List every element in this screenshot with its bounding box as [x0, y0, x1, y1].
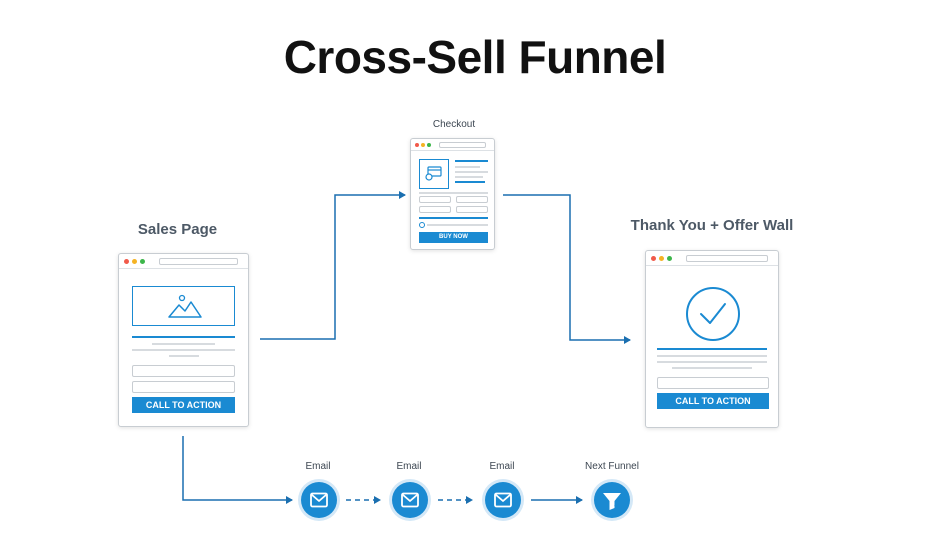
- browser-toolbar: [411, 139, 494, 151]
- email-step-3[interactable]: [485, 482, 521, 518]
- text-line: [657, 355, 767, 357]
- close-dot: [651, 256, 656, 261]
- text-line: [455, 166, 480, 168]
- close-dot: [124, 259, 129, 264]
- email-step-1[interactable]: [301, 482, 337, 518]
- close-dot: [415, 143, 419, 147]
- sales-page-mockup: CALL TO ACTION: [118, 253, 249, 427]
- call-to-action-button[interactable]: CALL TO ACTION: [132, 397, 235, 413]
- envelope-icon: [401, 492, 419, 508]
- credit-card-icon: [425, 166, 442, 181]
- price-bar: [455, 181, 485, 183]
- sequence-label: Email: [305, 461, 331, 472]
- url-bar: [159, 258, 238, 265]
- text-line: [427, 224, 488, 226]
- image-icon: [168, 294, 202, 318]
- text-line: [455, 171, 488, 173]
- sequence-label: Next Funnel: [585, 461, 639, 472]
- text-line: [132, 349, 235, 351]
- product-image: [419, 159, 449, 189]
- text-line: [672, 367, 752, 369]
- text-line: [169, 355, 199, 357]
- arrow-sales-to-checkout: [260, 191, 406, 340]
- form-field[interactable]: [132, 381, 235, 393]
- thank-you-label: Thank You + Offer Wall: [630, 217, 794, 234]
- browser-toolbar: [646, 251, 778, 266]
- form-field[interactable]: [419, 196, 451, 203]
- thank-you-mockup: CALL TO ACTION: [645, 250, 779, 428]
- minimize-dot: [421, 143, 425, 147]
- headline-bar: [455, 160, 488, 162]
- headline-bar: [132, 336, 235, 338]
- buy-now-button[interactable]: BUY NOW: [419, 232, 488, 243]
- envelope-icon: [310, 492, 328, 508]
- envelope-icon: [494, 492, 512, 508]
- page-title: Cross-Sell Funnel: [283, 31, 667, 83]
- form-field[interactable]: [419, 206, 451, 213]
- minimize-dot: [659, 256, 664, 261]
- sequence-label: Email: [396, 461, 422, 472]
- maximize-dot: [140, 259, 145, 264]
- image-placeholder: [132, 286, 235, 326]
- next-funnel-step[interactable]: [594, 482, 630, 518]
- funnel-icon: [603, 493, 622, 510]
- email-step-2[interactable]: [392, 482, 428, 518]
- sales-page-label: Sales Page: [137, 221, 218, 238]
- minimize-dot: [132, 259, 137, 264]
- url-bar: [686, 255, 768, 262]
- text-line: [455, 176, 483, 178]
- maximize-dot: [427, 143, 431, 147]
- form-field[interactable]: [657, 377, 769, 389]
- url-bar: [439, 142, 486, 148]
- divider: [419, 192, 488, 194]
- checkout-mockup: BUY NOW: [410, 138, 495, 250]
- headline-bar: [657, 348, 767, 350]
- sequence-label: Email: [489, 461, 515, 472]
- check-circle-icon: [686, 287, 740, 341]
- text-line: [657, 361, 767, 363]
- call-to-action-button[interactable]: CALL TO ACTION: [657, 393, 769, 409]
- browser-toolbar: [119, 254, 248, 269]
- form-field[interactable]: [456, 206, 488, 213]
- arrow-checkout-to-thankyou: [503, 194, 631, 344]
- text-line: [152, 343, 215, 345]
- arrow-sales-to-email: [182, 436, 293, 504]
- checkbox[interactable]: [419, 222, 425, 228]
- divider: [419, 217, 488, 219]
- form-field[interactable]: [456, 196, 488, 203]
- form-field[interactable]: [132, 365, 235, 377]
- checkout-label: Checkout: [432, 119, 476, 130]
- maximize-dot: [667, 256, 672, 261]
